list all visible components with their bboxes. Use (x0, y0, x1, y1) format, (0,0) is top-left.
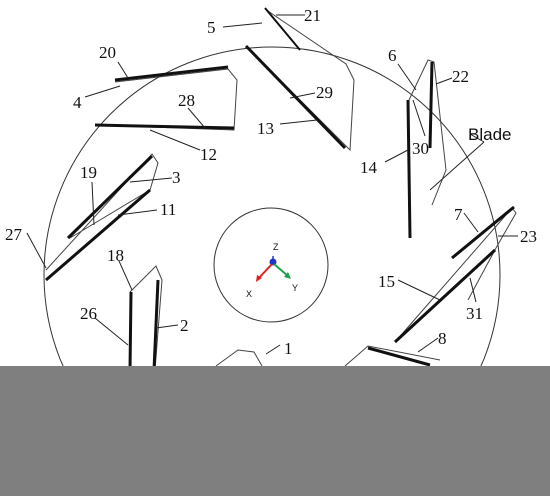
x-axis-arrow (256, 275, 262, 282)
blade-top-left-edge-bottom (94, 123, 235, 130)
blade-top-center-edge-top (264, 7, 301, 51)
blade-top-left-outline (94, 68, 238, 131)
blade-bottom-right-outline (344, 345, 441, 367)
leader-22 (435, 77, 453, 85)
x-axis-line (257, 263, 273, 280)
label-15: 15 (378, 272, 395, 291)
label-21: 21 (304, 6, 321, 25)
label-blade: Blade (468, 125, 511, 144)
leader-1 (265, 344, 281, 355)
blade-left (45, 153, 159, 282)
blade-lower-left-edge-b (152, 279, 160, 371)
label-22: 22 (452, 67, 469, 86)
leader-18 (118, 260, 133, 291)
label-19: 19 (80, 163, 97, 182)
y-axis-arrow (284, 272, 291, 279)
label-29: 29 (316, 83, 333, 102)
label-12: 12 (200, 145, 217, 164)
label-7: 7 (454, 205, 463, 224)
blade-top-right-edge-outer (428, 61, 434, 149)
leader-lines (26, 14, 518, 355)
leader-27 (26, 232, 47, 269)
leader-12 (149, 129, 201, 151)
label-31: 31 (466, 304, 483, 323)
blade-bottom-center-outline (215, 349, 263, 367)
leader-14 (384, 149, 409, 163)
blade-left-edge-main (45, 188, 151, 282)
blade-lower-left-edge-a (128, 291, 133, 371)
leader-28 (187, 107, 206, 129)
leader-blade-b (469, 133, 485, 143)
leader-31 (469, 277, 477, 303)
leader-4 (84, 85, 121, 98)
blade-left-outline (45, 153, 159, 271)
leader-7 (463, 212, 479, 233)
leader-30 (412, 99, 426, 137)
y-axis-line (273, 263, 289, 277)
y-axis-label: Y (292, 283, 298, 293)
callout-labels: 5 21 6 22 20 4 28 29 12 13 30 14 Blade 1… (5, 6, 537, 358)
blade-top-left-edge-top (114, 65, 229, 82)
hub-circle (213, 207, 329, 323)
blade-right-outline (394, 207, 517, 343)
blade-bottom-right (344, 345, 441, 367)
leader-26 (94, 317, 129, 346)
label-11: 11 (160, 200, 176, 219)
blade-right-edge-main (393, 248, 497, 344)
blade-left-edge-inner (66, 154, 154, 240)
leader-29 (289, 92, 316, 99)
label-3: 3 (172, 168, 181, 187)
leader-20 (117, 61, 129, 79)
leader-6 (397, 63, 417, 91)
blade-top-left (94, 65, 238, 131)
leader-3 (129, 177, 173, 183)
axis-triad: Z X Y (246, 242, 298, 299)
outer-circle (43, 46, 501, 496)
label-27: 27 (5, 225, 23, 244)
blade-bottom-right-edge (367, 346, 431, 367)
label-18: 18 (107, 246, 124, 265)
label-8: 8 (438, 329, 447, 348)
z-axis-label: Z (273, 242, 279, 252)
label-26: 26 (80, 304, 97, 323)
x-axis-label: X (246, 289, 252, 299)
label-6: 6 (388, 46, 397, 65)
blade-top-right-outline (408, 59, 447, 206)
leader-11 (117, 209, 158, 216)
redaction-overlay (0, 366, 550, 496)
blade-lower-left (128, 265, 163, 371)
leader-13 (279, 119, 318, 125)
label-28: 28 (178, 91, 195, 110)
label-2: 2 (180, 316, 189, 335)
leader-19 (91, 181, 95, 226)
label-30: 30 (412, 139, 429, 158)
label-14: 14 (360, 158, 378, 177)
blade-right (393, 205, 517, 344)
blade-bottom-center (215, 349, 263, 367)
blade-top-right (406, 59, 447, 239)
leader-5 (222, 22, 263, 28)
blade-right-edge-outer (451, 205, 515, 260)
leader-2 (155, 324, 179, 329)
leader-8 (417, 337, 439, 353)
leader-blade-a (429, 141, 485, 191)
blade-top-right-edge-main (406, 99, 412, 239)
label-4: 4 (73, 93, 82, 112)
leader-15 (397, 279, 441, 301)
label-20: 20 (99, 43, 116, 62)
label-13: 13 (257, 119, 274, 138)
label-5: 5 (207, 18, 216, 37)
label-1: 1 (284, 339, 293, 358)
label-23: 23 (520, 227, 537, 246)
